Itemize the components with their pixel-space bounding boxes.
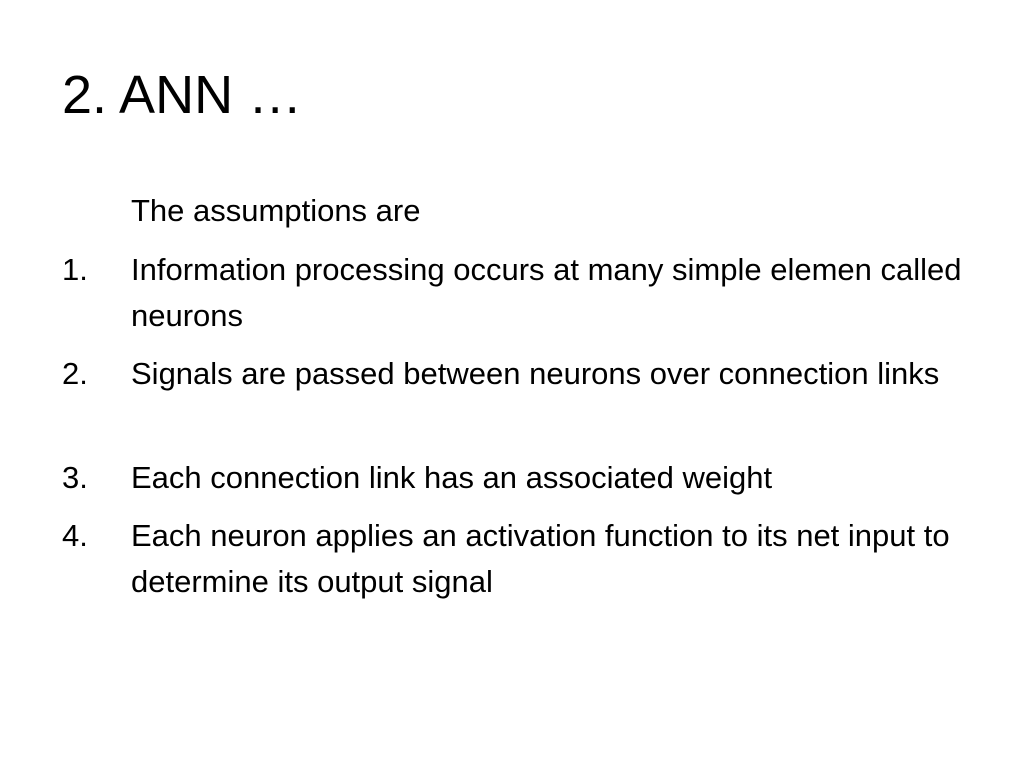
list-item-number: 2. bbox=[62, 356, 88, 391]
list-item-text: Each neuron applies an activation functi… bbox=[131, 518, 950, 599]
list-item-text: Signals are passed between neurons over … bbox=[131, 356, 940, 391]
list-item-number: 1. bbox=[62, 252, 88, 287]
list-item-number: 3. bbox=[62, 460, 88, 495]
list-item-text: Each connection link has an associated w… bbox=[131, 460, 773, 495]
intro-text: The assumptions are bbox=[131, 193, 421, 228]
list-item-text: Information processing occurs at many si… bbox=[131, 252, 962, 333]
list-item-number: 4. bbox=[62, 518, 88, 553]
slide-title: 2. ANN … bbox=[62, 65, 303, 125]
